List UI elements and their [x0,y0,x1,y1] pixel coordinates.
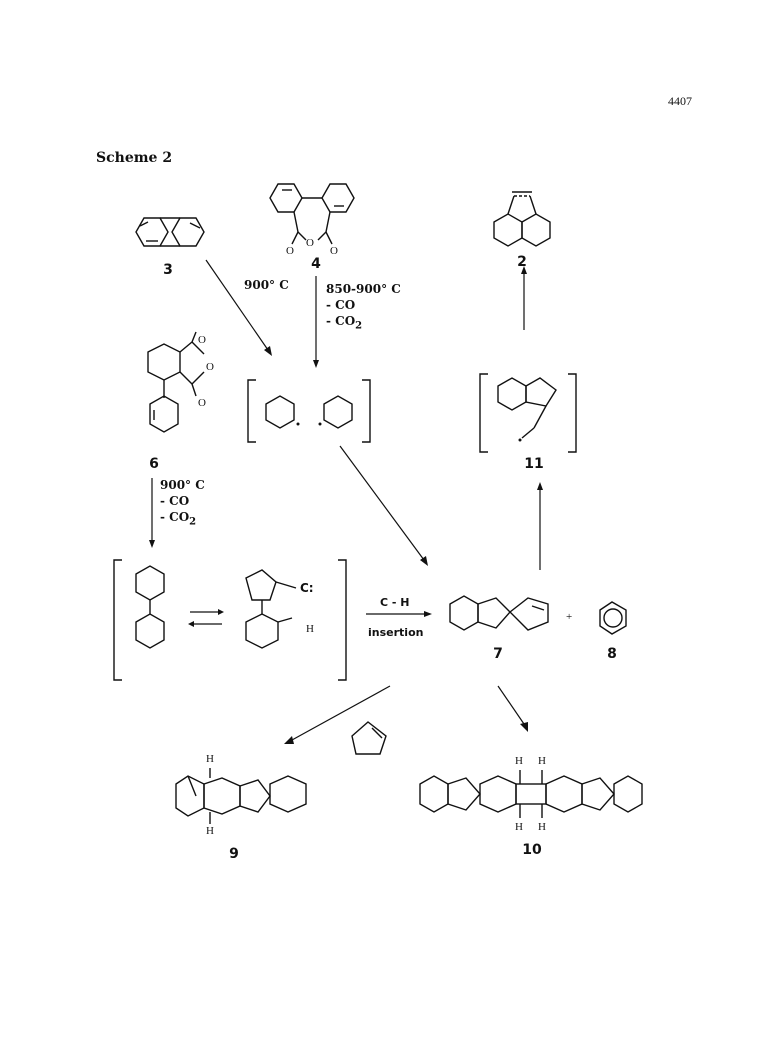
structure-compound-9 [175,768,307,824]
oxygen-label: O [198,334,206,346]
condition-6-loss-co2: - CO2 [160,510,197,528]
structure-compound-7 [449,595,549,631]
compound-label-4: 4 [311,256,321,272]
hydrogen-label: H [515,821,523,833]
compound-label-10: 10 [522,842,542,858]
scheme-title: Scheme 2 [96,150,173,166]
hydrogen-label: H [206,825,214,837]
compound-label-2: 2 [517,254,527,270]
structure-compound-6 [147,331,205,433]
equilibrium-arrows [188,609,224,627]
compound-label-11: 11 [524,456,544,472]
oxygen-label: O [286,245,294,257]
hydrogen-label: H [206,753,214,765]
condition-ch-line2: insertion [368,626,424,639]
compound-label-9: 9 [229,846,239,862]
structure-carbene-intermediates [113,559,347,681]
compound-label-6: 6 [149,456,159,472]
oxygen-label: O [206,361,214,373]
structure-compound-10 [419,770,643,818]
compound-label-3: 3 [163,262,173,278]
condition-4-loss-co: - CO [326,298,356,312]
page-number: 4407 [668,94,692,108]
reaction-arrows [149,259,543,744]
oxygen-label: O [330,245,338,257]
condition-4-temperature: 850-900° C [326,282,401,296]
structure-cyclopentadiene [351,721,387,755]
structure-biphenylene [135,217,205,247]
condition-6-loss-co: - CO [160,494,190,508]
structure-diphenic-anhydride [269,183,355,245]
hydrogen-label: H [515,755,523,767]
hydrogen-label: H [538,755,546,767]
condition-ch-line1: C - H [380,596,410,609]
carbene-label: C: [300,581,314,595]
plus-sign: + [566,611,573,623]
structure-compound-2 [493,191,551,247]
oxygen-label: O [198,397,206,409]
structure-compound-11 [479,373,577,453]
hydrogen-label: H [538,821,546,833]
condition-3: 900° C [244,278,289,292]
oxygen-label: O [306,237,314,249]
structure-biphenyl-biradical [247,379,371,443]
condition-4-loss-co2: - CO2 [326,314,363,332]
hydrogen-label: H [306,623,314,635]
condition-6-temperature: 900° C [160,478,205,492]
compound-label-8: 8 [607,646,617,662]
structure-benzene [599,601,627,635]
compound-label-7: 7 [493,646,503,662]
